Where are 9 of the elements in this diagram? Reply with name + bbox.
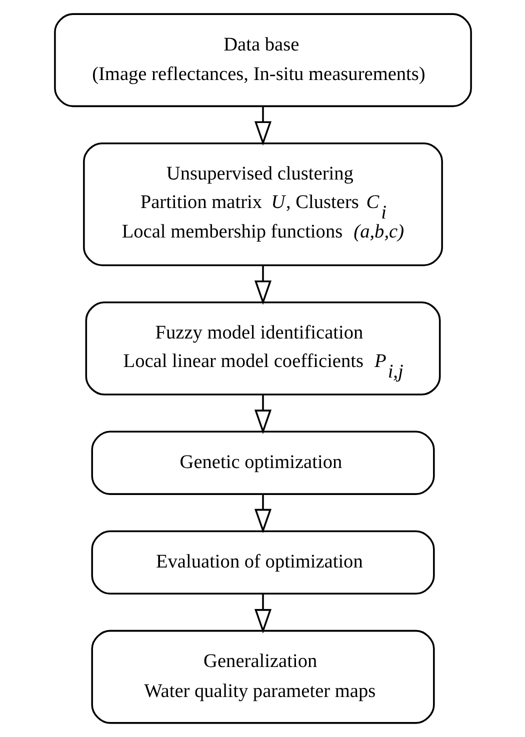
node-box: Genetic optimization	[90, 430, 434, 495]
arrow	[254, 394, 272, 434]
arrow	[254, 265, 272, 305]
node-box: Evaluation of optimization	[90, 530, 434, 595]
arrow	[254, 106, 272, 146]
arrow	[254, 494, 272, 534]
node-box: Generalization Water quality parameter maps	[90, 630, 434, 724]
node-box: Data base (Image reflectances, In-situ measurements)	[54, 13, 472, 108]
arrow	[254, 594, 272, 634]
